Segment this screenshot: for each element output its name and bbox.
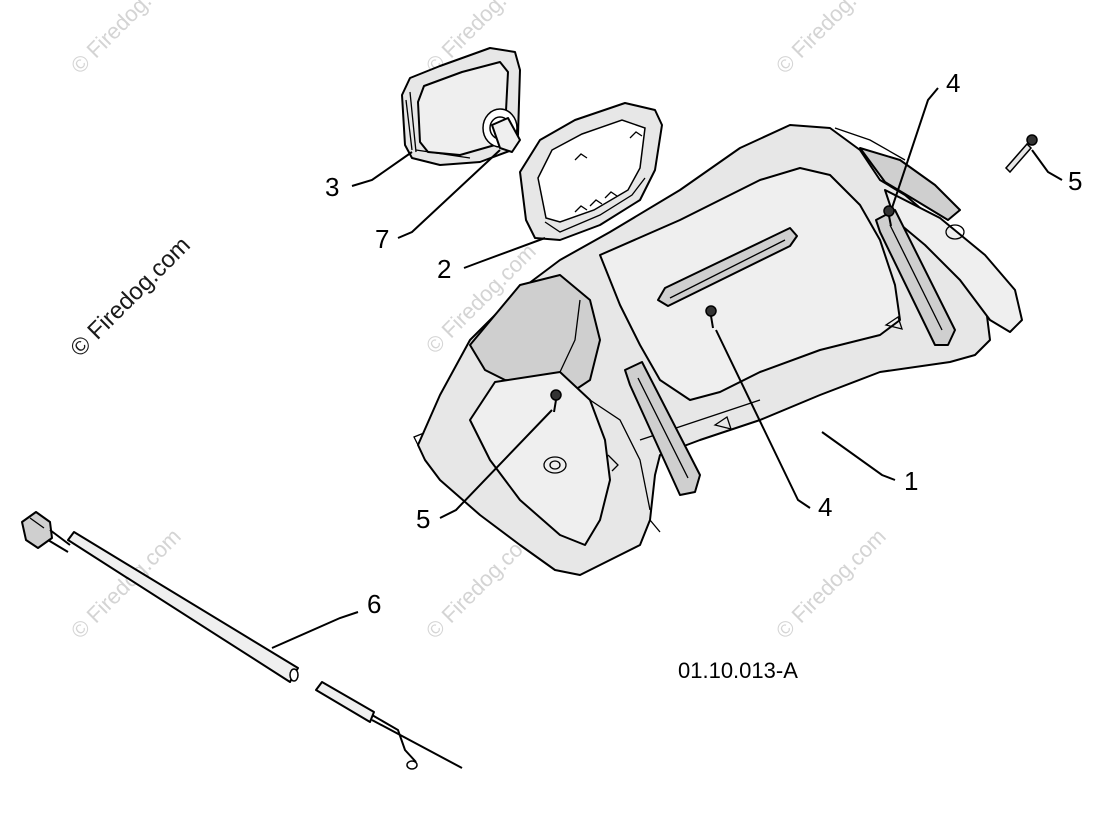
- bolt-right-part: [1004, 134, 1038, 174]
- drawing-code: 01.10.013-A: [678, 658, 798, 683]
- hood-part: [413, 124, 1023, 576]
- callout-3: 3: [325, 172, 339, 202]
- callout-4-right: 4: [946, 68, 960, 98]
- bolt-left-part: [550, 389, 562, 413]
- callout-1: 1: [904, 466, 918, 496]
- callout-7: 7: [375, 224, 389, 254]
- callout-2: 2: [437, 254, 451, 284]
- callout-5-right: 5: [1068, 166, 1082, 196]
- screw-center-part: [705, 305, 717, 329]
- watermark: © Firedog.com: [771, 0, 891, 79]
- bezel-part: [519, 102, 663, 241]
- slot-top: [657, 227, 798, 307]
- callout-5-left: 5: [416, 504, 430, 534]
- callout-6: 6: [367, 589, 381, 619]
- watermark: © Firedog.com: [771, 524, 891, 644]
- callout-4-center: 4: [818, 492, 832, 522]
- bulb-part: [482, 108, 521, 153]
- watermark: © Firedog.com: [66, 0, 186, 79]
- slot-left: [624, 361, 701, 496]
- leader-lines: [271, 87, 1063, 649]
- harness-part: [21, 511, 463, 770]
- screw-right-part: [883, 205, 895, 227]
- slot-right: [875, 209, 956, 346]
- callout-labels: 1 2 3 4 4 5 5 6 7: [325, 68, 1082, 619]
- watermark-dark: © Firedog.com: [65, 232, 196, 363]
